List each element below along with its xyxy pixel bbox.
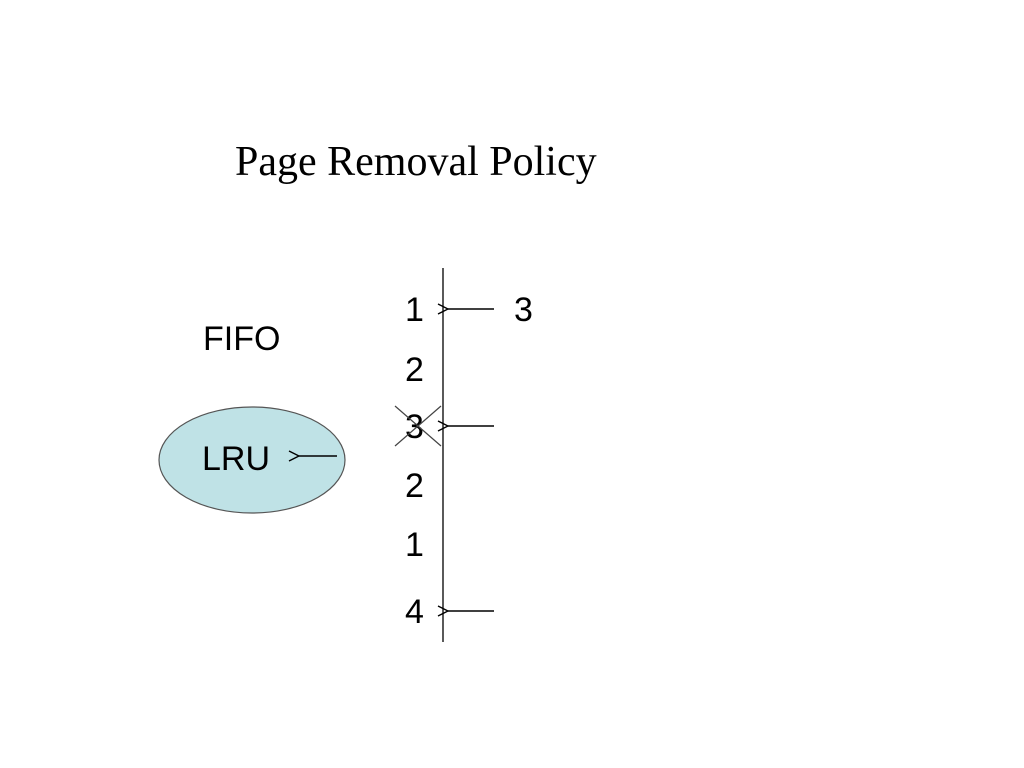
- fifo-label: FIFO: [203, 320, 280, 358]
- incoming-page-label: 3: [514, 291, 533, 329]
- reference-string: 1 2 3 2 1 4: [394, 291, 442, 631]
- reference-entry: 2: [405, 351, 424, 389]
- reference-entry: 2: [405, 467, 424, 505]
- reference-entry: 3: [405, 408, 424, 446]
- lru-highlight-ellipse: [158, 406, 346, 514]
- page-title: Page Removal Policy: [235, 139, 597, 185]
- reference-entry: 1: [405, 291, 424, 329]
- cross-out-stroke: [394, 405, 442, 447]
- reference-entry: 4: [405, 593, 424, 631]
- lru-label: LRU: [202, 440, 270, 478]
- reference-entry: 1: [405, 526, 424, 564]
- pointer-arrows: [448, 309, 494, 611]
